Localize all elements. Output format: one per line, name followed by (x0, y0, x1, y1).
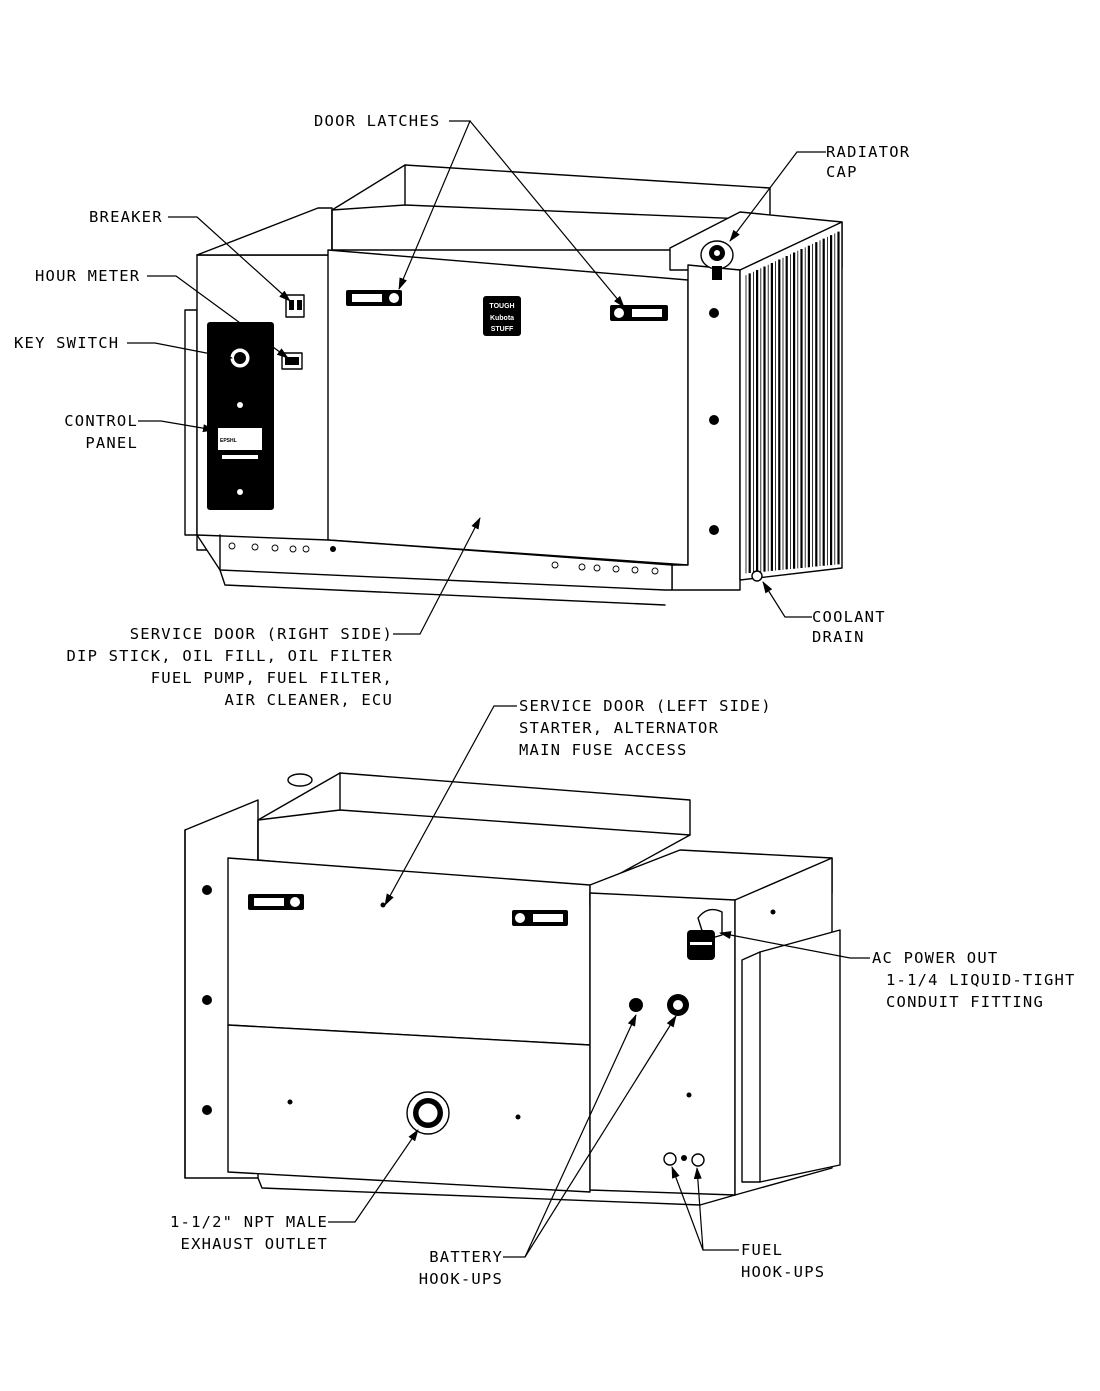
label-exhaust-1: 1-1/2" NPT MALE (170, 1213, 328, 1231)
exhaust-outlet[interactable] (406, 1091, 450, 1135)
label-coolant-drain-1: COOLANT (812, 608, 886, 626)
kubota-logo: TOUGH Kubota STUFF (483, 296, 521, 336)
door-latch-right[interactable] (610, 305, 668, 321)
label-service-door-left-2: STARTER, ALTERNATOR (519, 719, 719, 737)
label-control-panel-2: PANEL (85, 434, 138, 452)
label-service-door-left-1: SERVICE DOOR (LEFT SIDE) (519, 697, 772, 715)
label-key-switch: KEY SWITCH (14, 334, 119, 352)
control-panel (207, 322, 274, 510)
battery-hookup-negative[interactable] (629, 998, 643, 1012)
label-control-panel-1: CONTROL (64, 412, 138, 430)
radiator-cap[interactable] (700, 240, 734, 280)
label-battery-2: HOOK-UPS (419, 1270, 503, 1288)
label-service-door-right-3: FUEL PUMP, FUEL FILTER, (151, 669, 393, 687)
leader-lines (127, 120, 870, 1258)
label-service-door-right-2: DIP STICK, OIL FILL, OIL FILTER (67, 647, 394, 665)
label-hour-meter: HOUR METER (35, 267, 140, 285)
svg-text:TOUGH: TOUGH (489, 303, 514, 310)
fuel-hookup-supply[interactable] (663, 1152, 677, 1166)
label-door-latches: DOOR LATCHES (314, 112, 440, 130)
label-radiator-cap-2: CAP (826, 163, 858, 181)
label-service-door-right-4: AIR CLEANER, ECU (224, 691, 393, 709)
radiator-fins (745, 231, 840, 574)
label-radiator-cap-1: RADIATOR (826, 143, 910, 161)
door-latch-left[interactable] (346, 290, 402, 306)
labels: DOOR LATCHES RADIATOR CAP BREAKER HOUR M… (14, 112, 1076, 1288)
label-service-door-left-3: MAIN FUSE ACCESS (519, 741, 688, 759)
label-ac-power-1: AC POWER OUT (872, 949, 998, 967)
fuel-hookup-return[interactable] (691, 1153, 705, 1167)
label-fuel-2: HOOK-UPS (741, 1263, 825, 1281)
label-exhaust-2: EXHAUST OUTLET (181, 1235, 328, 1253)
label-service-door-right-1: SERVICE DOOR (RIGHT SIDE) (130, 625, 393, 643)
label-coolant-drain-2: DRAIN (812, 628, 865, 646)
svg-text:Kubota: Kubota (490, 315, 514, 322)
generator-bottom-view (184, 772, 841, 1206)
label-battery-1: BATTERY (429, 1248, 503, 1266)
coolant-drain[interactable] (751, 570, 763, 582)
panel-brand: EPSHL (220, 438, 237, 444)
label-breaker: BREAKER (89, 208, 163, 226)
door-latch-bottom-right[interactable] (512, 910, 568, 926)
generator-top-view: EPSHL TOUGH Kubota STUFF (184, 164, 843, 606)
label-ac-power-3: CONDUIT FITTING (886, 993, 1044, 1011)
svg-text:STUFF: STUFF (491, 326, 514, 333)
label-fuel-1: FUEL (741, 1241, 783, 1259)
door-latch-bottom-left[interactable] (248, 894, 304, 910)
label-ac-power-2: 1-1/4 LIQUID-TIGHT (886, 971, 1076, 989)
